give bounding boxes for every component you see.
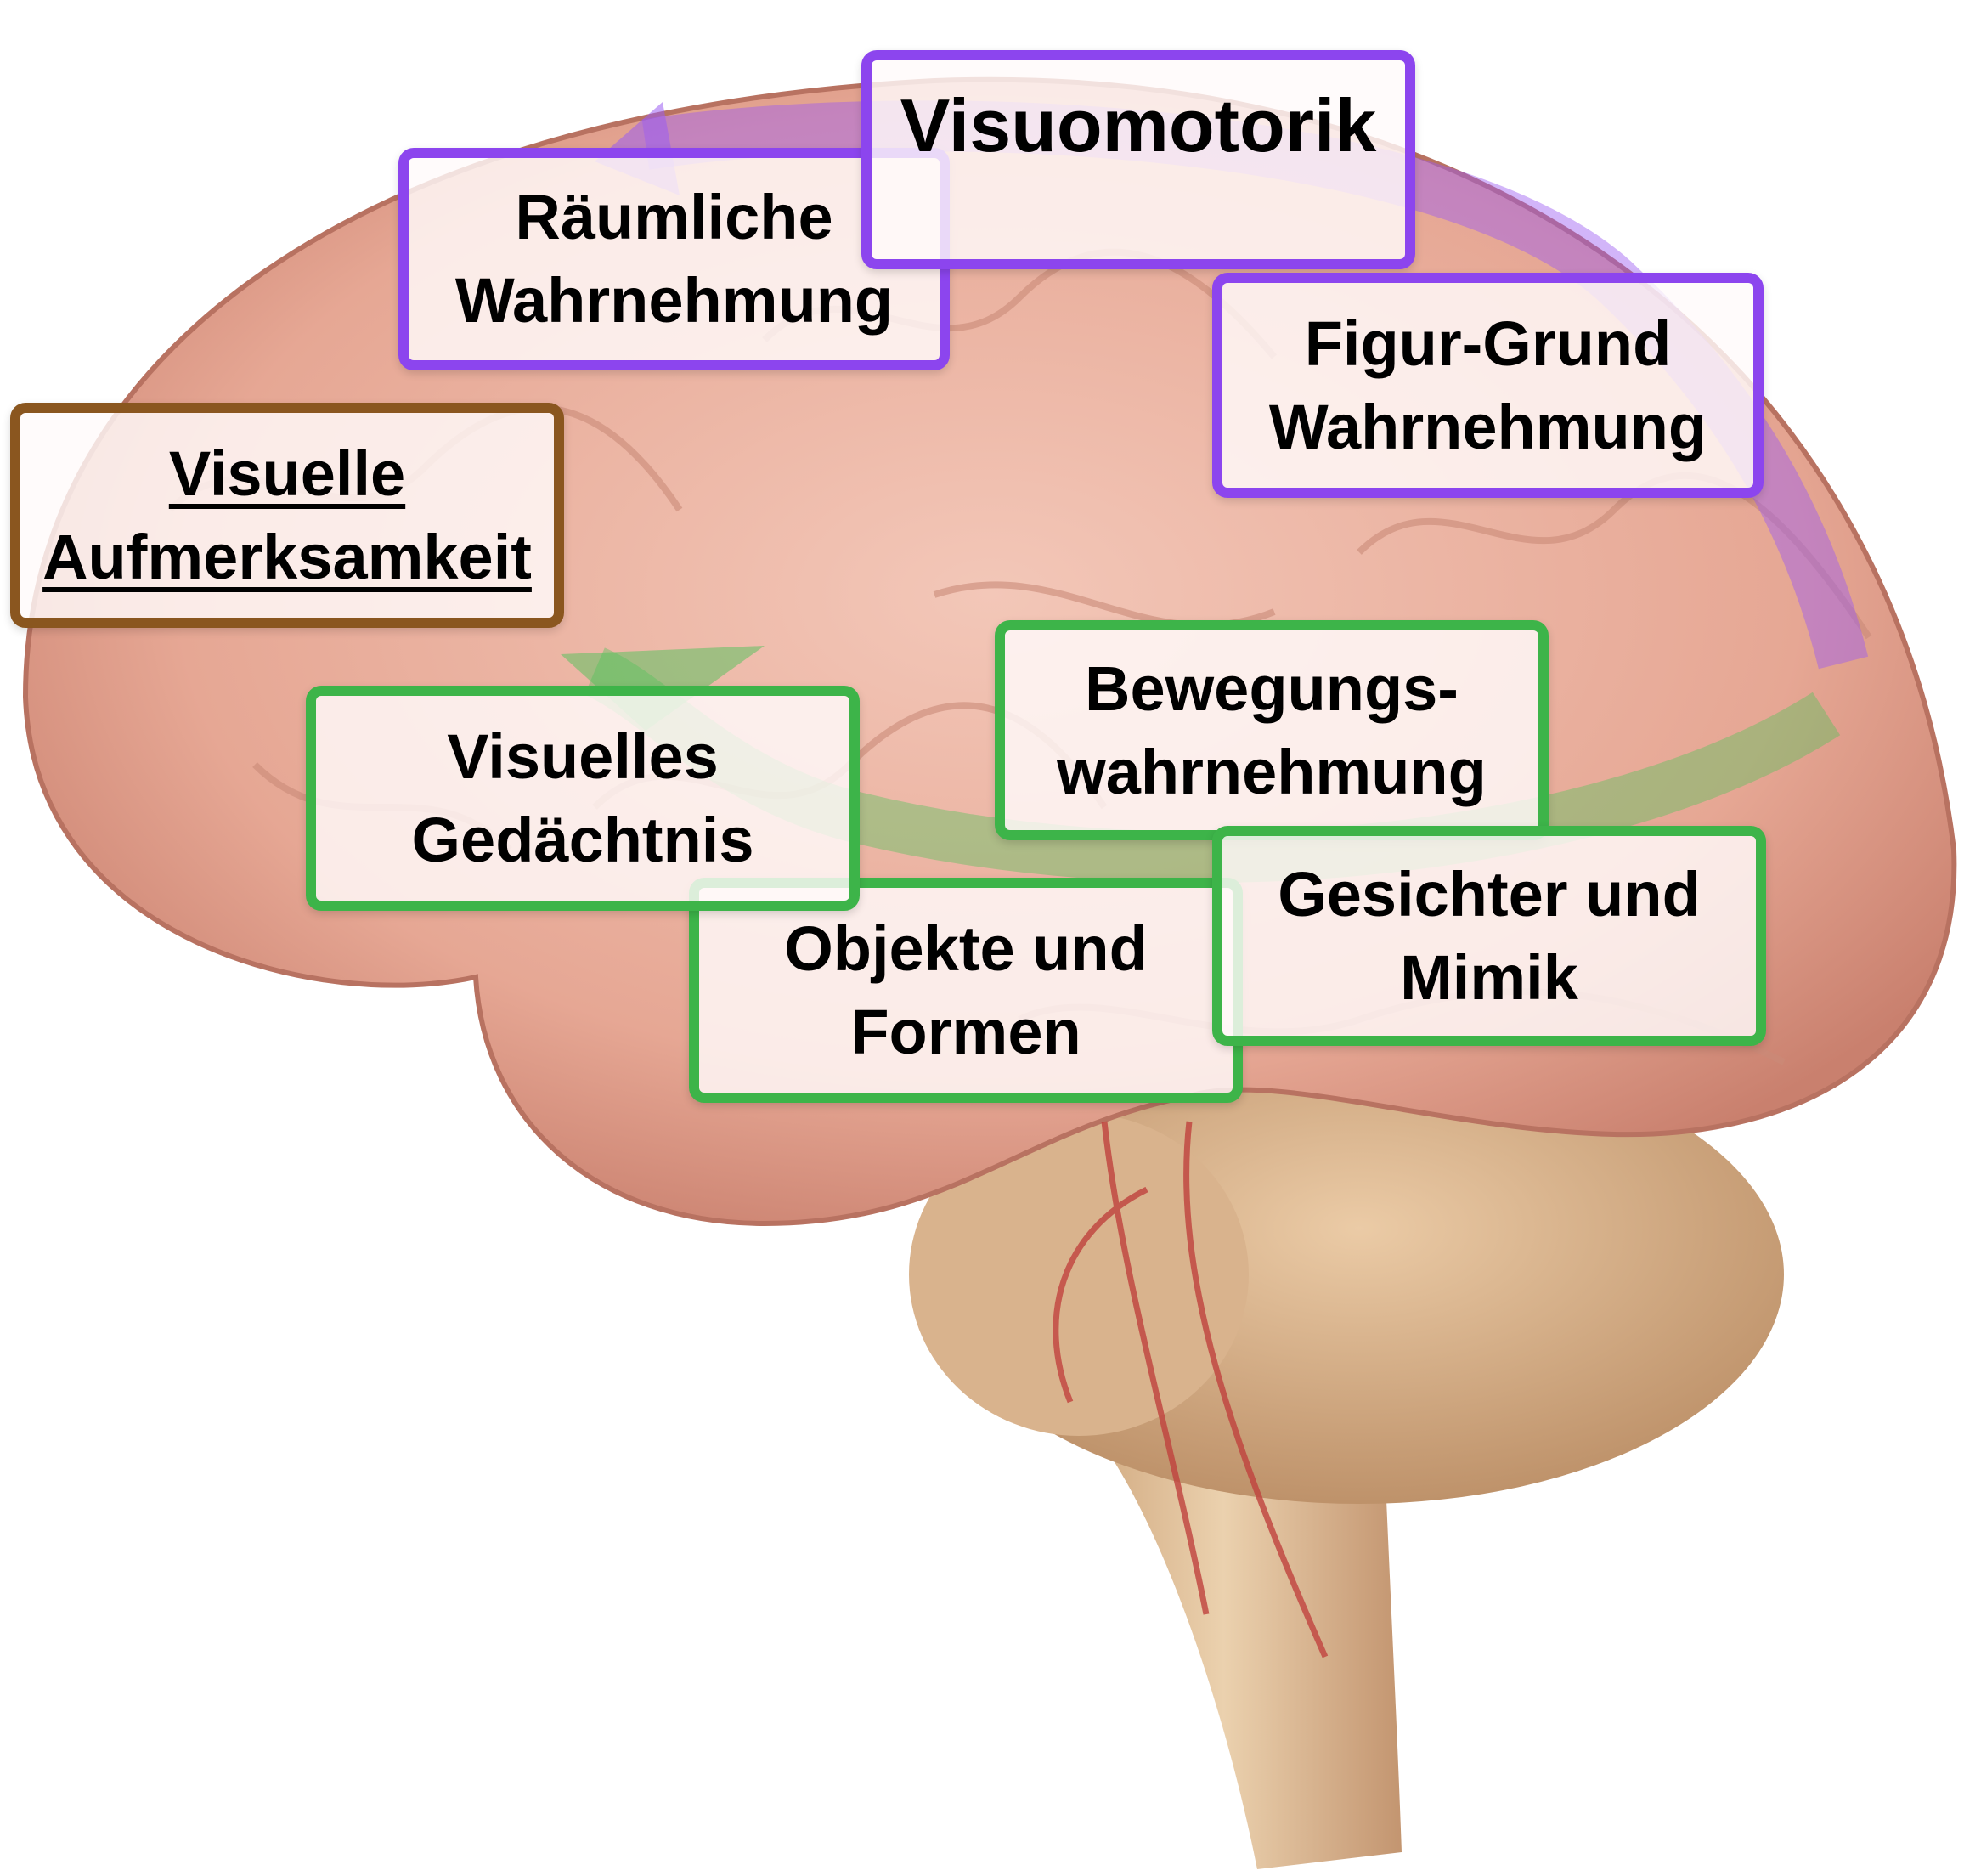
label-figur-grund-wahrnehmung: Figur-Grund Wahrnehmung <box>1212 273 1764 498</box>
label-raeumliche-wahrnehmung: Räumliche Wahrnehmung <box>398 148 950 370</box>
label-text: Visuomotorik <box>900 83 1377 167</box>
label-visuelles-gedaechtnis: Visuelles Gedächtnis <box>306 686 860 911</box>
pons <box>909 1113 1249 1436</box>
label-text: Objekte und <box>784 913 1148 984</box>
label-gesichter-und-mimik: Gesichter und Mimik <box>1212 826 1766 1046</box>
label-text: Gedächtnis <box>411 804 754 875</box>
label-bewegungswahrnehmung: Bewegungs- wahrnehmung <box>995 620 1549 840</box>
label-text: Figur-Grund <box>1304 308 1672 379</box>
label-text: Visuelles <box>447 720 719 792</box>
label-text: Räumliche <box>515 182 833 252</box>
label-text: wahrnehmung <box>1057 736 1487 807</box>
label-text: Wahrnehmung <box>454 265 894 336</box>
arteries <box>1053 1121 1329 1658</box>
label-text: Wahrnehmung <box>1268 391 1707 462</box>
label-text: Formen <box>850 996 1081 1067</box>
label-visuomotorik: Visuomotorik <box>861 50 1415 269</box>
label-text: Gesichter und <box>1278 858 1701 930</box>
label-visuelle-aufmerksamkeit: Visuelle Aufmerksamkeit <box>10 403 564 628</box>
label-text: Visuelle <box>168 438 406 509</box>
label-objekte-und-formen: Objekte und Formen <box>689 878 1243 1103</box>
label-text: Mimik <box>1400 941 1578 1013</box>
label-text: Aufmerksamkeit <box>42 521 532 592</box>
label-text: Bewegungs- <box>1085 653 1459 724</box>
